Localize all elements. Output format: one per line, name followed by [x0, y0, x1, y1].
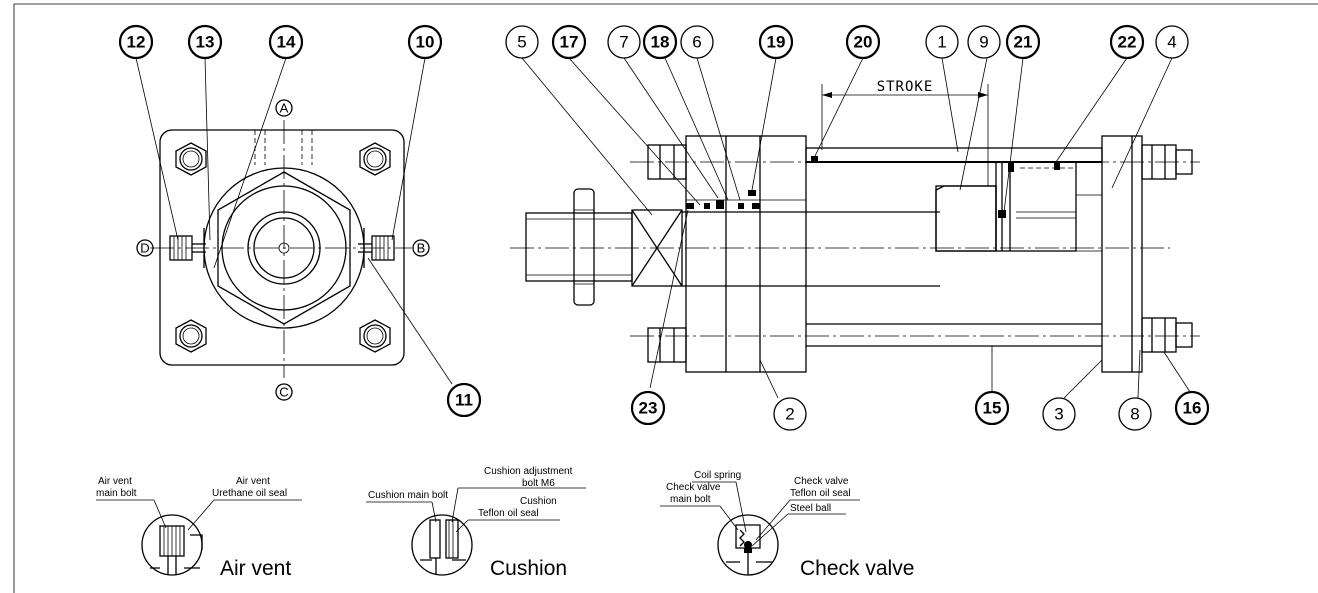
air-vent-title: Air vent [220, 557, 291, 580]
part-balloon-1: 1 [925, 25, 959, 59]
svg-text:21: 21 [1014, 33, 1033, 52]
stroke-dimension: STROKE [821, 79, 989, 186]
svg-text:15: 15 [983, 399, 1002, 418]
end-view: A C D B [136, 99, 430, 401]
air-vent-seal-label: Air vent [236, 476, 270, 487]
part-balloon-7: 7 [607, 25, 641, 59]
part-balloon-17: 17 [551, 24, 587, 60]
part-balloon-23: 23 [630, 390, 666, 426]
part-balloon-18: 18 [642, 24, 678, 60]
leader-lines [135, 57, 1191, 399]
part-balloon-9: 9 [967, 25, 1001, 59]
svg-text:14: 14 [277, 33, 296, 52]
svg-text:8: 8 [1130, 405, 1139, 424]
tie-rod-nut [359, 319, 391, 353]
part-balloon-19: 19 [758, 24, 794, 60]
port-marker-d: D [136, 239, 154, 257]
tie-rod-nut [175, 142, 207, 176]
svg-text:3: 3 [1054, 405, 1063, 424]
check-valve-title: Check valve [800, 557, 914, 580]
cushion-adjustment-bolt-label-2: bolt M6 [522, 478, 555, 489]
tie-rod-nut [175, 319, 207, 353]
steel-ball-label: Steel ball [790, 503, 831, 514]
check-valve-seal-label: Check valve [794, 476, 849, 487]
side-view: STROKE [510, 79, 1200, 373]
part-balloon-16: 16 [1174, 390, 1210, 426]
svg-text:20: 20 [854, 33, 873, 52]
detail-cushion: Cushion main bolt Cushion adjustment bol… [366, 466, 586, 580]
detail-check-valve: Coil spring Check valve main bolt Check … [660, 470, 914, 580]
part-balloon-12: 12 [118, 24, 154, 60]
part-balloon-4: 4 [1155, 25, 1189, 59]
part-balloon-15: 15 [974, 390, 1010, 426]
stroke-label: STROKE [877, 79, 934, 95]
air-vent-main-bolt-label: Air vent [98, 476, 132, 487]
svg-text:18: 18 [651, 33, 670, 52]
svg-text:13: 13 [196, 33, 215, 52]
part-balloon-3: 3 [1042, 397, 1076, 431]
check-valve-seal-label-2: Teflon oil seal [790, 488, 851, 499]
cushion-seal-label: Cushion [520, 496, 557, 507]
part-balloon-22: 22 [1109, 24, 1145, 60]
part-balloon-5: 5 [505, 25, 539, 59]
detail-air-vent: Air vent main bolt Air vent Urethane oil… [96, 476, 302, 580]
cushion-adjustment-bolt-label: Cushion adjustment [484, 466, 573, 477]
svg-text:1: 1 [937, 33, 946, 52]
part-balloon-10: 10 [407, 24, 443, 60]
air-vent-seal-label-2: Urethane oil seal [212, 488, 287, 499]
svg-text:2: 2 [785, 405, 794, 424]
svg-text:19: 19 [767, 33, 786, 52]
drawing-frame [13, 3, 1318, 593]
check-valve-main-bolt-label-2: main bolt [670, 494, 711, 505]
svg-text:A: A [280, 101, 289, 116]
part-balloon-20: 20 [845, 24, 881, 60]
svg-text:12: 12 [127, 33, 146, 52]
coil-spring-label: Coil spring [694, 470, 741, 481]
svg-text:10: 10 [416, 33, 435, 52]
svg-text:6: 6 [692, 33, 701, 52]
svg-text:17: 17 [560, 33, 579, 52]
cushion-title: Cushion [490, 557, 567, 580]
check-valve-main-bolt-label: Check valve [666, 482, 721, 493]
cushion-seal-label-2: Teflon oil seal [478, 508, 539, 519]
part-balloon-6: 6 [680, 25, 714, 59]
cushion-main-bolt-label: Cushion main bolt [368, 490, 448, 501]
part-balloon-11: 11 [446, 382, 482, 418]
air-vent-main-bolt-label-2: main bolt [96, 488, 137, 499]
svg-text:5: 5 [517, 33, 526, 52]
svg-text:B: B [417, 241, 426, 256]
svg-text:4: 4 [1167, 33, 1176, 52]
svg-text:22: 22 [1118, 33, 1137, 52]
part-balloon-14: 14 [268, 24, 304, 60]
svg-text:D: D [140, 241, 149, 256]
svg-text:9: 9 [979, 33, 988, 52]
rod-seals [686, 190, 760, 209]
svg-text:23: 23 [639, 399, 658, 418]
port-marker-b: B [412, 239, 430, 257]
tie-rod-nut [359, 142, 391, 176]
part-balloon-8: 8 [1118, 397, 1152, 431]
svg-text:11: 11 [455, 391, 473, 410]
svg-text:16: 16 [1183, 399, 1202, 418]
port-marker-c: C [275, 383, 293, 401]
part-balloon-2: 2 [773, 397, 807, 431]
part-balloon-21: 21 [1005, 24, 1041, 60]
port-marker-a: A [275, 99, 293, 117]
svg-text:C: C [279, 385, 288, 400]
part-balloon-13: 13 [187, 24, 223, 60]
svg-text:7: 7 [619, 33, 628, 52]
